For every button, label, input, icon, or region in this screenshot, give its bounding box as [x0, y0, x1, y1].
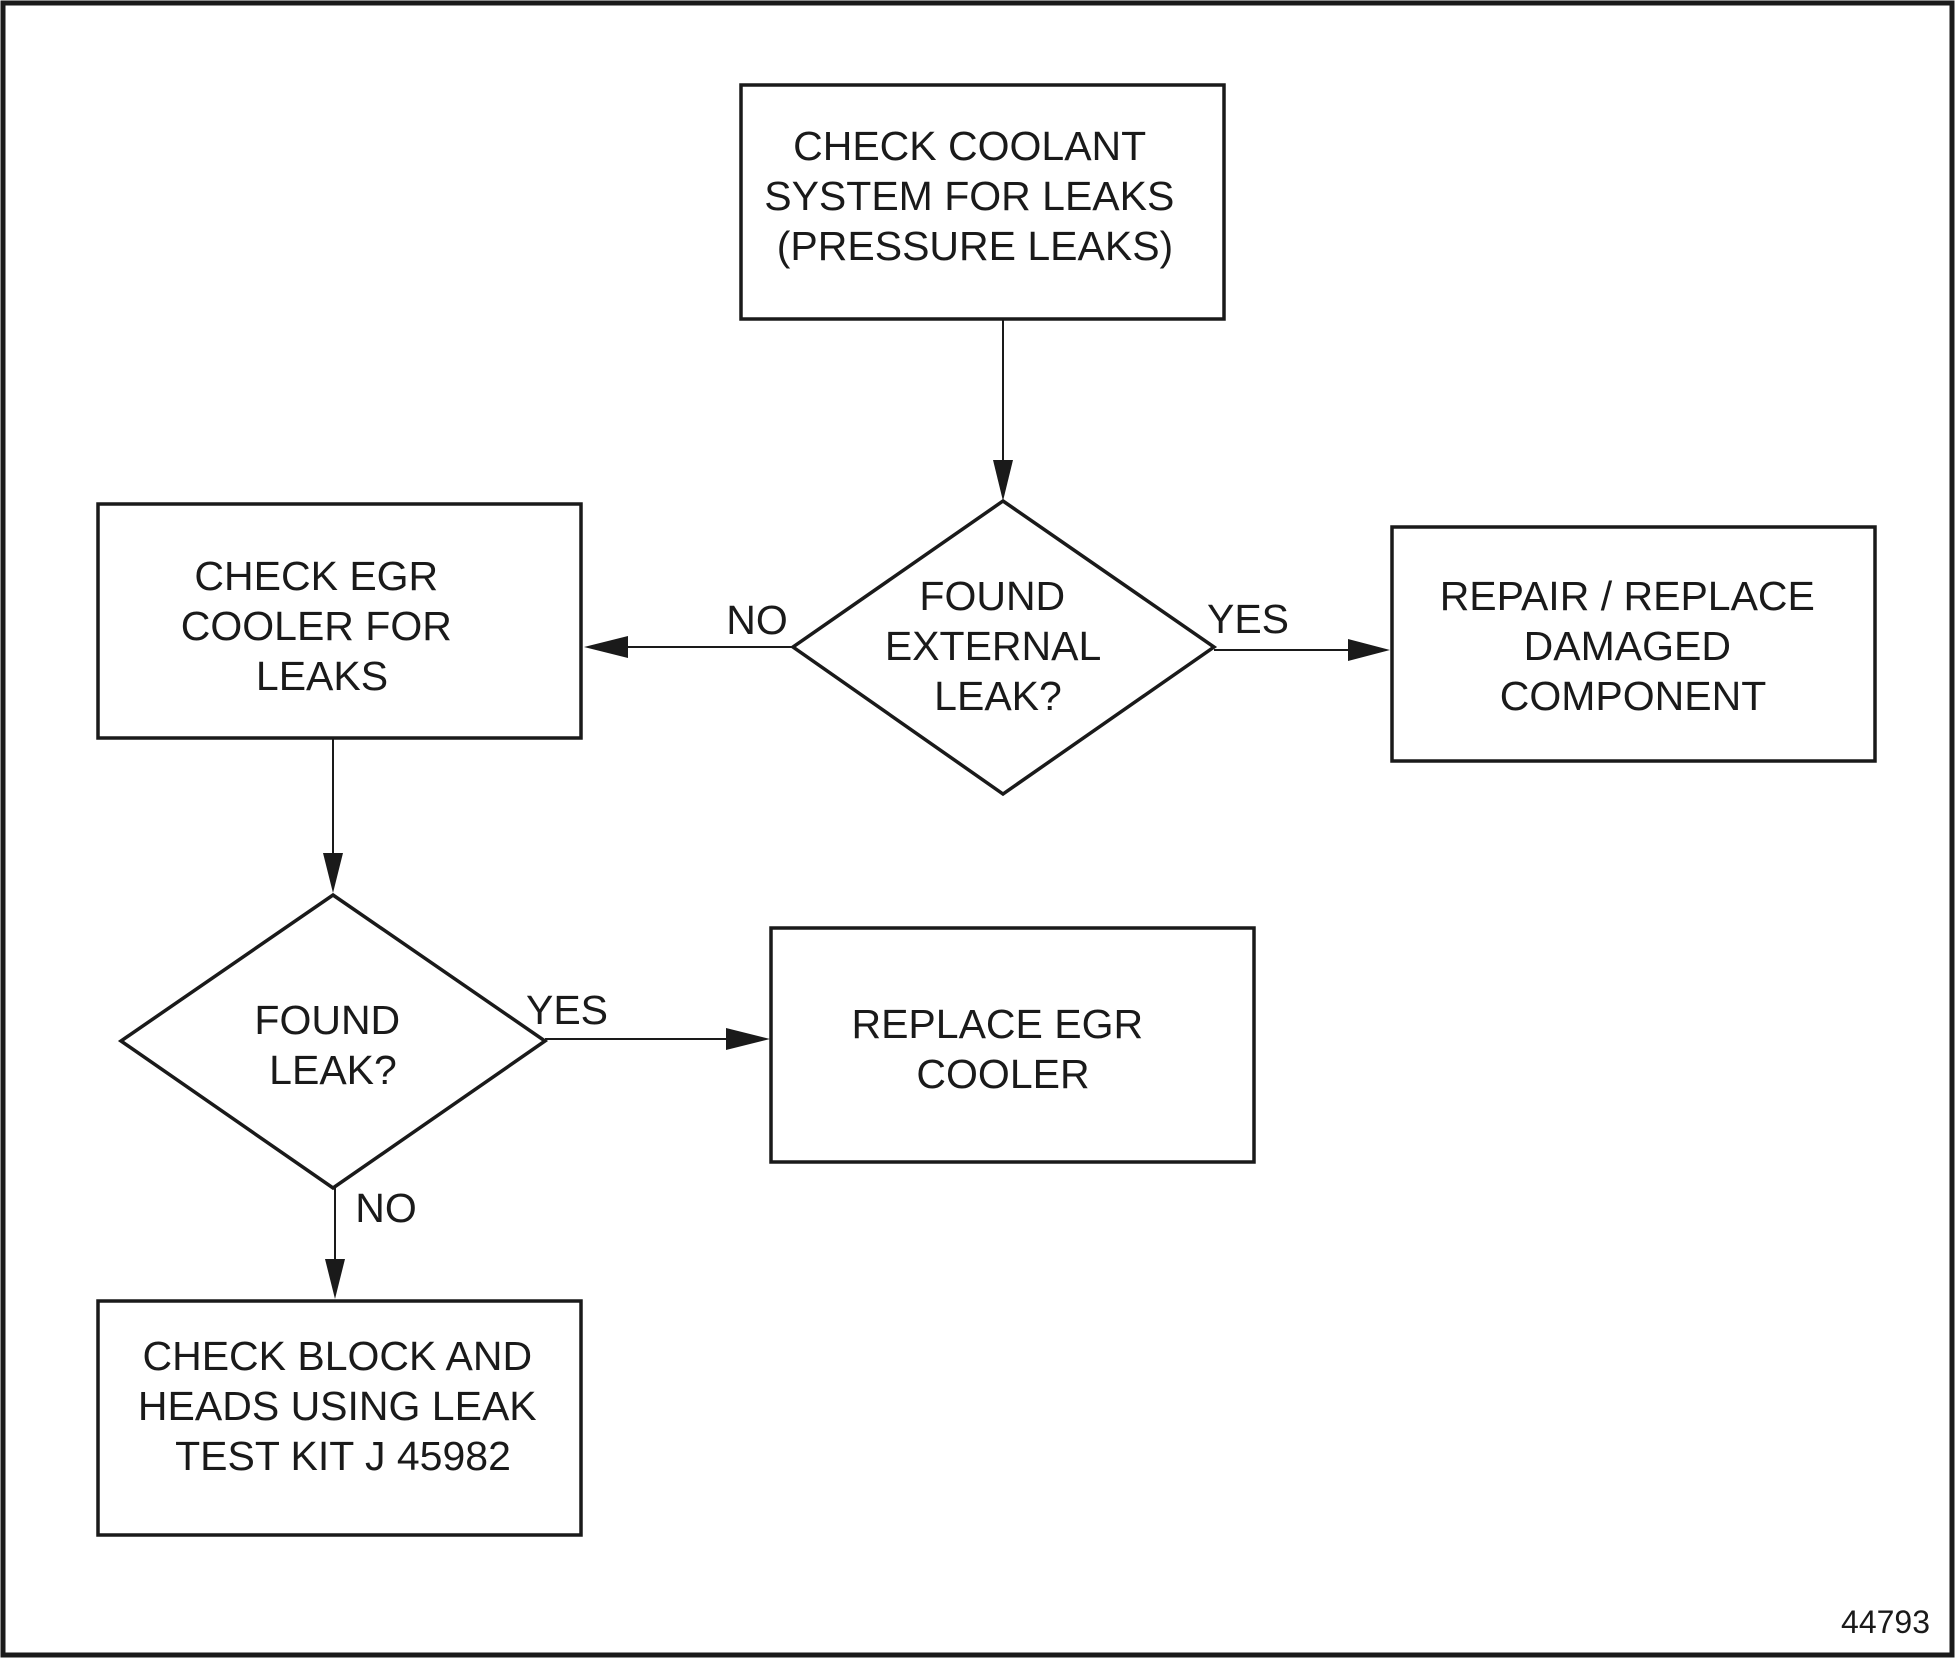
- arrowhead: [726, 1028, 770, 1050]
- edge-label-leak-no: NO: [355, 1185, 417, 1231]
- node-replace-egr-cooler-line-1: REPLACE EGR: [851, 1001, 1143, 1047]
- arrowhead: [1348, 639, 1390, 661]
- arrowhead: [584, 636, 628, 658]
- arrowhead: [993, 460, 1013, 501]
- node-repair-replace-line-2: DAMAGED: [1524, 623, 1731, 669]
- arrowhead: [325, 1259, 345, 1299]
- node-check-block-heads: CHECK BLOCK AND HEADS USING LEAK TEST KI…: [96, 1299, 583, 1537]
- node-check-egr-cooler-line-1: CHECK EGR: [194, 553, 438, 599]
- node-check-egr-cooler: CHECK EGR COOLER FOR LEAKS: [96, 502, 583, 740]
- svg-text:CHECK COOLANT SYSTEM FOR: CHECK COOLANT SYSTEM FOR LEAKS (PRESSURE…: [764, 123, 1186, 269]
- svg-text:REPLACE EGR COOLER: REPLACE EGR COOLER: [851, 1001, 1154, 1097]
- edge-label-external-no: NO: [726, 597, 788, 643]
- node-check-coolant-line-2: SYSTEM FOR LEAKS: [764, 173, 1174, 219]
- edge-label-external-yes: YES: [1207, 596, 1289, 642]
- edge-coolant-to-external-leak: [993, 319, 1013, 501]
- node-check-block-heads-line-3: TEST KIT J 45982: [175, 1433, 511, 1479]
- node-repair-replace-line-3: COMPONENT: [1500, 673, 1767, 719]
- decision-found-leak-line-2: LEAK?: [269, 1047, 397, 1093]
- svg-text:CHECK EGR COOLER FOR: CHECK EGR COOLER FOR LEAKS: [181, 553, 464, 699]
- node-repair-replace: REPAIR / REPLACE DAMAGED COMPONENT: [1390, 525, 1877, 763]
- edge-label-leak-yes: YES: [526, 987, 608, 1033]
- node-check-egr-cooler-line-2: COOLER FOR: [181, 603, 452, 649]
- edge-found-leak-no: [325, 1188, 345, 1299]
- edge-external-leak-yes: [1214, 639, 1390, 661]
- svg-text:REPAIR / REPLACE DAMAGED: REPAIR / REPLACE DAMAGED COMPONENT: [1440, 573, 1827, 719]
- svg-text:FOUND EXTERNAL LEA: FOUND EXTERNAL LEAK?: [885, 573, 1111, 719]
- arrowhead: [323, 853, 343, 893]
- svg-text:CHECK BLOCK AND HEADS US: CHECK BLOCK AND HEADS USING LEAK TEST KI…: [138, 1333, 548, 1479]
- edge-found-leak-yes: [545, 1028, 770, 1050]
- node-check-coolant: CHECK COOLANT SYSTEM FOR LEAKS (PRESSURE…: [739, 83, 1226, 321]
- edge-egr-cooler-to-found-leak: [323, 738, 343, 893]
- node-check-block-heads-line-1: CHECK BLOCK AND: [142, 1333, 532, 1379]
- node-repair-replace-line-1: REPAIR / REPLACE: [1440, 573, 1815, 619]
- node-check-coolant-line-3: (PRESSURE LEAKS): [777, 223, 1173, 269]
- decision-found-leak-line-1: FOUND: [254, 997, 400, 1043]
- decision-found-external-leak-line-1: FOUND: [919, 573, 1065, 619]
- node-replace-egr-cooler-line-2: COOLER: [916, 1051, 1089, 1097]
- node-check-block-heads-line-2: HEADS USING LEAK: [138, 1383, 537, 1429]
- decision-found-external-leak-line-2: EXTERNAL: [885, 623, 1101, 669]
- decision-found-external-leak: FOUND EXTERNAL LEAK?: [789, 498, 1218, 797]
- decision-found-leak: FOUND LEAK?: [117, 892, 549, 1191]
- edge-external-leak-no: [584, 636, 793, 658]
- decision-found-external-leak-line-3: LEAK?: [934, 673, 1062, 719]
- node-check-egr-cooler-line-3: LEAKS: [256, 653, 388, 699]
- figure-number: 44793: [1841, 1604, 1930, 1640]
- node-check-coolant-line-1: CHECK COOLANT: [793, 123, 1146, 169]
- svg-text:FOUND LEAK?: FOUND LEAK?: [254, 997, 411, 1093]
- node-replace-egr-cooler: REPLACE EGR COOLER: [769, 926, 1256, 1164]
